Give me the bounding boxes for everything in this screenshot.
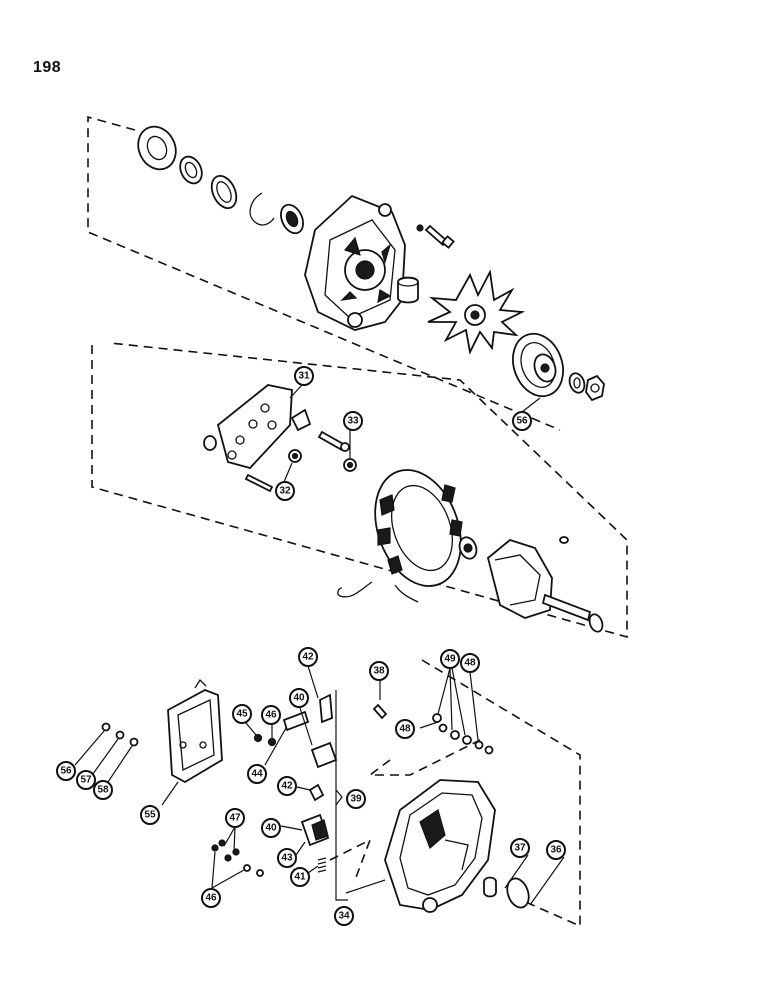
callout-36: 36 — [546, 840, 566, 860]
svg-text:56: 56 — [516, 416, 528, 427]
svg-text:45: 45 — [236, 709, 248, 720]
through-bolt-group — [397, 224, 455, 304]
svg-text:37: 37 — [514, 843, 526, 854]
rear-hardware-group — [211, 703, 494, 877]
callout-55: 55 — [140, 805, 160, 825]
rotor-shaft — [541, 593, 592, 622]
svg-text:34: 34 — [338, 911, 350, 922]
callout-34: 34 — [334, 906, 354, 926]
svg-text:49: 49 — [444, 654, 456, 665]
screw-small — [244, 473, 274, 493]
callout-48-right: 48 — [460, 653, 480, 673]
regulator-washer — [115, 730, 125, 740]
svg-text:46: 46 — [205, 893, 217, 904]
svg-text:58: 58 — [97, 785, 109, 796]
front-seal-plate — [137, 125, 177, 171]
callout-33: 33 — [343, 411, 363, 431]
callout-40-top: 40 — [289, 688, 309, 708]
callout-41: 41 — [290, 867, 310, 887]
svg-text:56: 56 — [60, 766, 72, 777]
brush-holder-group — [253, 690, 348, 901]
svg-text:33: 33 — [347, 416, 359, 427]
dashed-group-outlines — [87, 115, 628, 928]
regulator-insulator — [129, 737, 139, 747]
svg-text:55: 55 — [144, 810, 156, 821]
callout-58: 58 — [93, 780, 113, 800]
dashed-outline-front-housing — [87, 115, 561, 431]
pulley-group — [512, 332, 605, 402]
dashed-outline-stator-rotor — [91, 342, 628, 639]
pulley-nut — [585, 374, 605, 402]
callout-48-left: 48 — [395, 719, 415, 739]
callout-46-top: 46 — [261, 705, 281, 725]
leader-lines — [74, 384, 565, 906]
svg-text:48: 48 — [464, 658, 476, 669]
rotor-ring — [588, 613, 604, 633]
dashed-outline-rear-housing — [421, 659, 581, 928]
callout-40-bottom: 40 — [261, 818, 281, 838]
front-bearing-parts — [137, 125, 304, 235]
terminal-screw — [372, 703, 388, 720]
callout-42-top: 42 — [298, 647, 318, 667]
brush-block — [310, 741, 338, 769]
svg-text:38: 38 — [373, 666, 385, 677]
svg-text:40: 40 — [265, 823, 277, 834]
dashed-outline-brush-area — [367, 739, 481, 776]
insulator — [203, 435, 217, 451]
svg-text:44: 44 — [251, 769, 263, 780]
drive-end-housing — [304, 194, 406, 331]
svg-text:31: 31 — [298, 371, 310, 382]
callout-37: 37 — [510, 838, 530, 858]
callout-31: 31 — [294, 366, 314, 386]
key — [559, 536, 569, 544]
callout-45: 45 — [232, 704, 252, 724]
callout-46-bottom: 46 — [201, 888, 221, 908]
snap-ring — [249, 192, 275, 226]
stator — [337, 469, 463, 603]
spacer-sleeve — [397, 276, 419, 304]
svg-text:57: 57 — [80, 775, 92, 786]
callout-39: 39 — [346, 789, 366, 809]
svg-text:32: 32 — [279, 486, 291, 497]
pulley-washer — [568, 372, 586, 394]
svg-text:36: 36 — [550, 845, 562, 856]
callout-38: 38 — [369, 661, 389, 681]
regulator-screw — [101, 722, 111, 732]
slip-ring-end-housing — [384, 779, 530, 913]
svg-text:43: 43 — [281, 853, 293, 864]
voltage-regulator-group — [101, 678, 223, 784]
svg-text:48: 48 — [399, 724, 411, 735]
o-ring — [506, 877, 530, 909]
diode-bracket-group — [203, 384, 357, 493]
svg-text:40: 40 — [293, 693, 305, 704]
callout-49: 49 — [440, 649, 460, 669]
callout-43: 43 — [277, 848, 297, 868]
callout-42-mid: 42 — [277, 776, 297, 796]
callout-47: 47 — [225, 808, 245, 828]
svg-text:47: 47 — [229, 813, 241, 824]
rear-bearing — [483, 876, 497, 898]
rotor — [458, 536, 604, 633]
page-number: 198 — [33, 59, 62, 76]
svg-text:41: 41 — [294, 872, 306, 883]
callout-44: 44 — [247, 764, 267, 784]
svg-text:42: 42 — [281, 781, 293, 792]
svg-text:42: 42 — [302, 652, 314, 663]
brush-clip — [282, 710, 310, 732]
cooling-fan — [427, 269, 526, 355]
brush-spring — [317, 857, 327, 873]
callout-56-regulator: 56 — [56, 761, 76, 781]
callout-57: 57 — [76, 770, 96, 790]
front-washer — [210, 175, 238, 209]
svg-text:46: 46 — [265, 710, 277, 721]
front-seal — [179, 155, 203, 185]
diode-bracket — [216, 384, 293, 470]
svg-text:39: 39 — [350, 794, 362, 805]
callout-32: 32 — [275, 481, 295, 501]
callout-56-pulley: 56 — [512, 411, 532, 431]
voltage-regulator — [167, 689, 223, 784]
